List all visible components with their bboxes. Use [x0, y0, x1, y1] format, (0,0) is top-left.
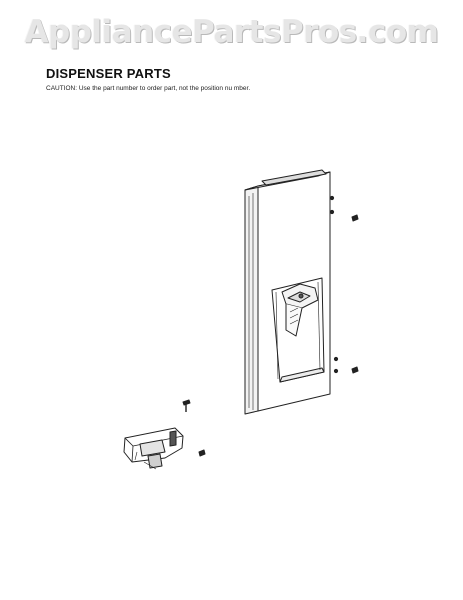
screw-bottom	[198, 449, 206, 457]
page-title: DISPENSER PARTS	[46, 66, 171, 81]
screws	[182, 214, 359, 457]
dispenser-cover-assembly	[123, 427, 184, 470]
ice-chute	[281, 283, 319, 337]
screw-mid-right	[351, 366, 359, 374]
watermark-text: AppliancePartsPros.com	[24, 14, 439, 50]
screw-left	[182, 399, 191, 412]
caution-note: CAUTION: Use the part number to order pa…	[46, 85, 251, 92]
screw-top-right	[351, 214, 359, 222]
